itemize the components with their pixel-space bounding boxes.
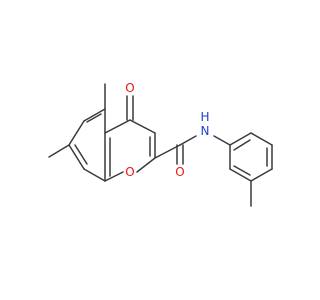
bond-ar1-ar2 — [229, 132, 252, 146]
bond-ar2-ar3 — [250, 132, 273, 146]
bond-c5-c6 — [83, 108, 106, 122]
bond-c2-camide — [154, 144, 181, 159]
bond-ar4-ar5 — [250, 168, 273, 182]
ring-oxygen-label: O — [125, 165, 134, 179]
bonds — [48, 83, 273, 207]
amide-oxygen-label: O — [175, 165, 184, 179]
carbonyl-oxygen-label: O — [125, 81, 134, 95]
bond-c4-c3 — [129, 119, 156, 134]
bond-c6-c7 — [68, 120, 85, 146]
bond-ar5-ar6 — [229, 168, 252, 182]
bond-methyl-c7 — [48, 144, 70, 158]
bond-c5-c6-double — [86, 113, 102, 123]
bond-c4a-c4 — [104, 119, 131, 134]
atom-labels: O O O N H — [125, 81, 209, 179]
amide-hydrogen-label: H — [200, 110, 209, 124]
amide-nitrogen-label: N — [201, 124, 210, 138]
molecule-structure: O O O N H — [48, 81, 273, 207]
bond-ar5-ar6-double — [233, 165, 251, 176]
bond-c7-c8-double — [74, 144, 88, 165]
bond-o1-c8a — [104, 171, 124, 182]
bond-c7-c8 — [68, 144, 85, 170]
bond-ar1-ar2-double — [233, 139, 251, 151]
bond-n-aryl — [213, 135, 231, 146]
bond-c2-o1 — [136, 157, 156, 173]
bond-c8-c8a — [83, 168, 106, 182]
bond-camide-n — [179, 135, 197, 146]
